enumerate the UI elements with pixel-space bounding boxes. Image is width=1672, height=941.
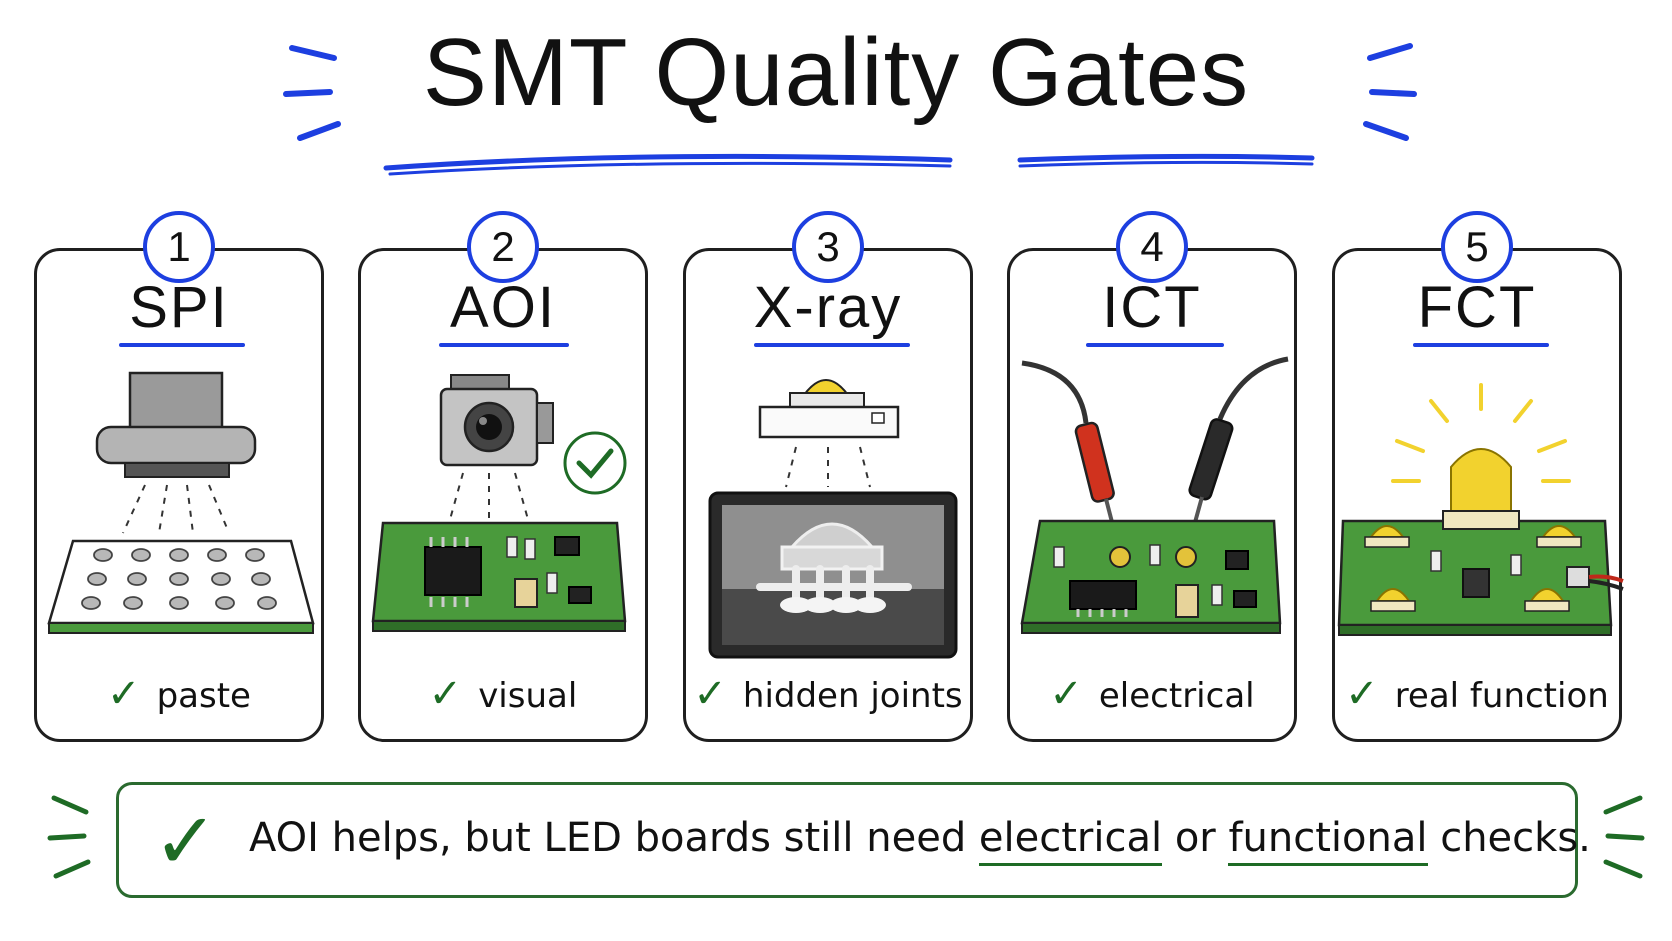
stage-result: ✓ visual bbox=[361, 671, 645, 717]
stage-number-badge: 3 bbox=[792, 211, 864, 283]
stage-card-spi: 1 SPI ✓ paste bbox=[34, 211, 324, 742]
stage-underline bbox=[754, 343, 910, 347]
stage-underline bbox=[1413, 343, 1549, 347]
stage-number-badge: 5 bbox=[1441, 211, 1513, 283]
stage-underline bbox=[119, 343, 245, 347]
stage-name: SPI bbox=[129, 275, 229, 340]
stage-result-label: real function bbox=[1394, 676, 1609, 716]
stage-result-label: hidden joints bbox=[742, 676, 963, 716]
stage-name: FCT bbox=[1417, 275, 1537, 340]
summary-emphasis-functional: functional bbox=[1228, 815, 1428, 866]
check-icon: ✓ bbox=[153, 797, 219, 887]
title-underline bbox=[1018, 160, 1314, 168]
stage-name: X-ray bbox=[753, 275, 903, 340]
stage-number-badge: 2 bbox=[467, 211, 539, 283]
stage-result-label: paste bbox=[156, 676, 251, 716]
stage-number-badge: 4 bbox=[1116, 211, 1188, 283]
accent-dash bbox=[1363, 121, 1409, 141]
stage-result: ✓ paste bbox=[37, 671, 321, 717]
accent-dash bbox=[297, 121, 341, 141]
accent-dash bbox=[283, 89, 333, 97]
check-icon: ✓ bbox=[107, 671, 141, 717]
page-title: SMT Quality Gates bbox=[422, 19, 1250, 126]
stage-result-label: electrical bbox=[1098, 676, 1255, 716]
stage-card-fct: 5 FCT ✓ real function bbox=[1332, 211, 1624, 742]
accent-dash bbox=[1603, 795, 1643, 815]
stage-name: ICT bbox=[1102, 275, 1202, 340]
stage-name: AOI bbox=[450, 275, 556, 340]
accent-dash bbox=[53, 859, 91, 879]
accent-dash bbox=[51, 795, 89, 815]
lit-led-icon bbox=[1337, 383, 1624, 636]
stage-underline bbox=[439, 343, 569, 347]
test-probe-icon bbox=[1020, 356, 1289, 634]
summary-text-part: AOI helps, but LED boards still need bbox=[249, 815, 979, 861]
stage-card-ict: 4 ICT ✓ electrical bbox=[1007, 211, 1297, 742]
stage-result-label: visual bbox=[478, 676, 578, 716]
check-icon: ✓ bbox=[1049, 671, 1083, 717]
paste-inspection-icon bbox=[47, 371, 315, 634]
summary-text: AOI helps, but LED boards still need ele… bbox=[249, 815, 1591, 866]
stage-result: ✓ hidden joints bbox=[686, 671, 970, 717]
stage-result: ✓ real function bbox=[1335, 671, 1619, 717]
title-underline bbox=[383, 153, 953, 171]
stage-number-badge: 1 bbox=[143, 211, 215, 283]
summary-text-part: checks. bbox=[1427, 815, 1591, 861]
title-underline bbox=[388, 161, 952, 176]
summary-emphasis-electrical: electrical bbox=[978, 815, 1163, 866]
xray-icon bbox=[708, 379, 958, 659]
accent-dash bbox=[1605, 833, 1645, 841]
check-icon: ✓ bbox=[428, 671, 463, 717]
check-icon: ✓ bbox=[693, 671, 727, 717]
accent-dash bbox=[1603, 859, 1643, 879]
summary-box: ✓ AOI helps, but LED boards still need e… bbox=[116, 782, 1591, 898]
accent-dash bbox=[1367, 43, 1413, 61]
summary-text-part: or bbox=[1162, 815, 1229, 861]
stage-card-aoi: 2 AOI ✓ visual bbox=[358, 211, 648, 742]
camera-icon bbox=[371, 374, 627, 632]
title-underline bbox=[1017, 153, 1315, 163]
accent-dash bbox=[1369, 89, 1417, 97]
stage-result: ✓ electrical bbox=[1010, 671, 1294, 717]
accent-dash bbox=[289, 45, 337, 61]
accent-dash bbox=[47, 833, 87, 841]
stage-underline bbox=[1086, 343, 1224, 347]
check-icon: ✓ bbox=[1345, 671, 1379, 717]
title-area: SMT Quality Gates bbox=[0, 18, 1672, 128]
stage-card-xray: 3 X-ray ✓ hidden joints bbox=[683, 211, 973, 742]
